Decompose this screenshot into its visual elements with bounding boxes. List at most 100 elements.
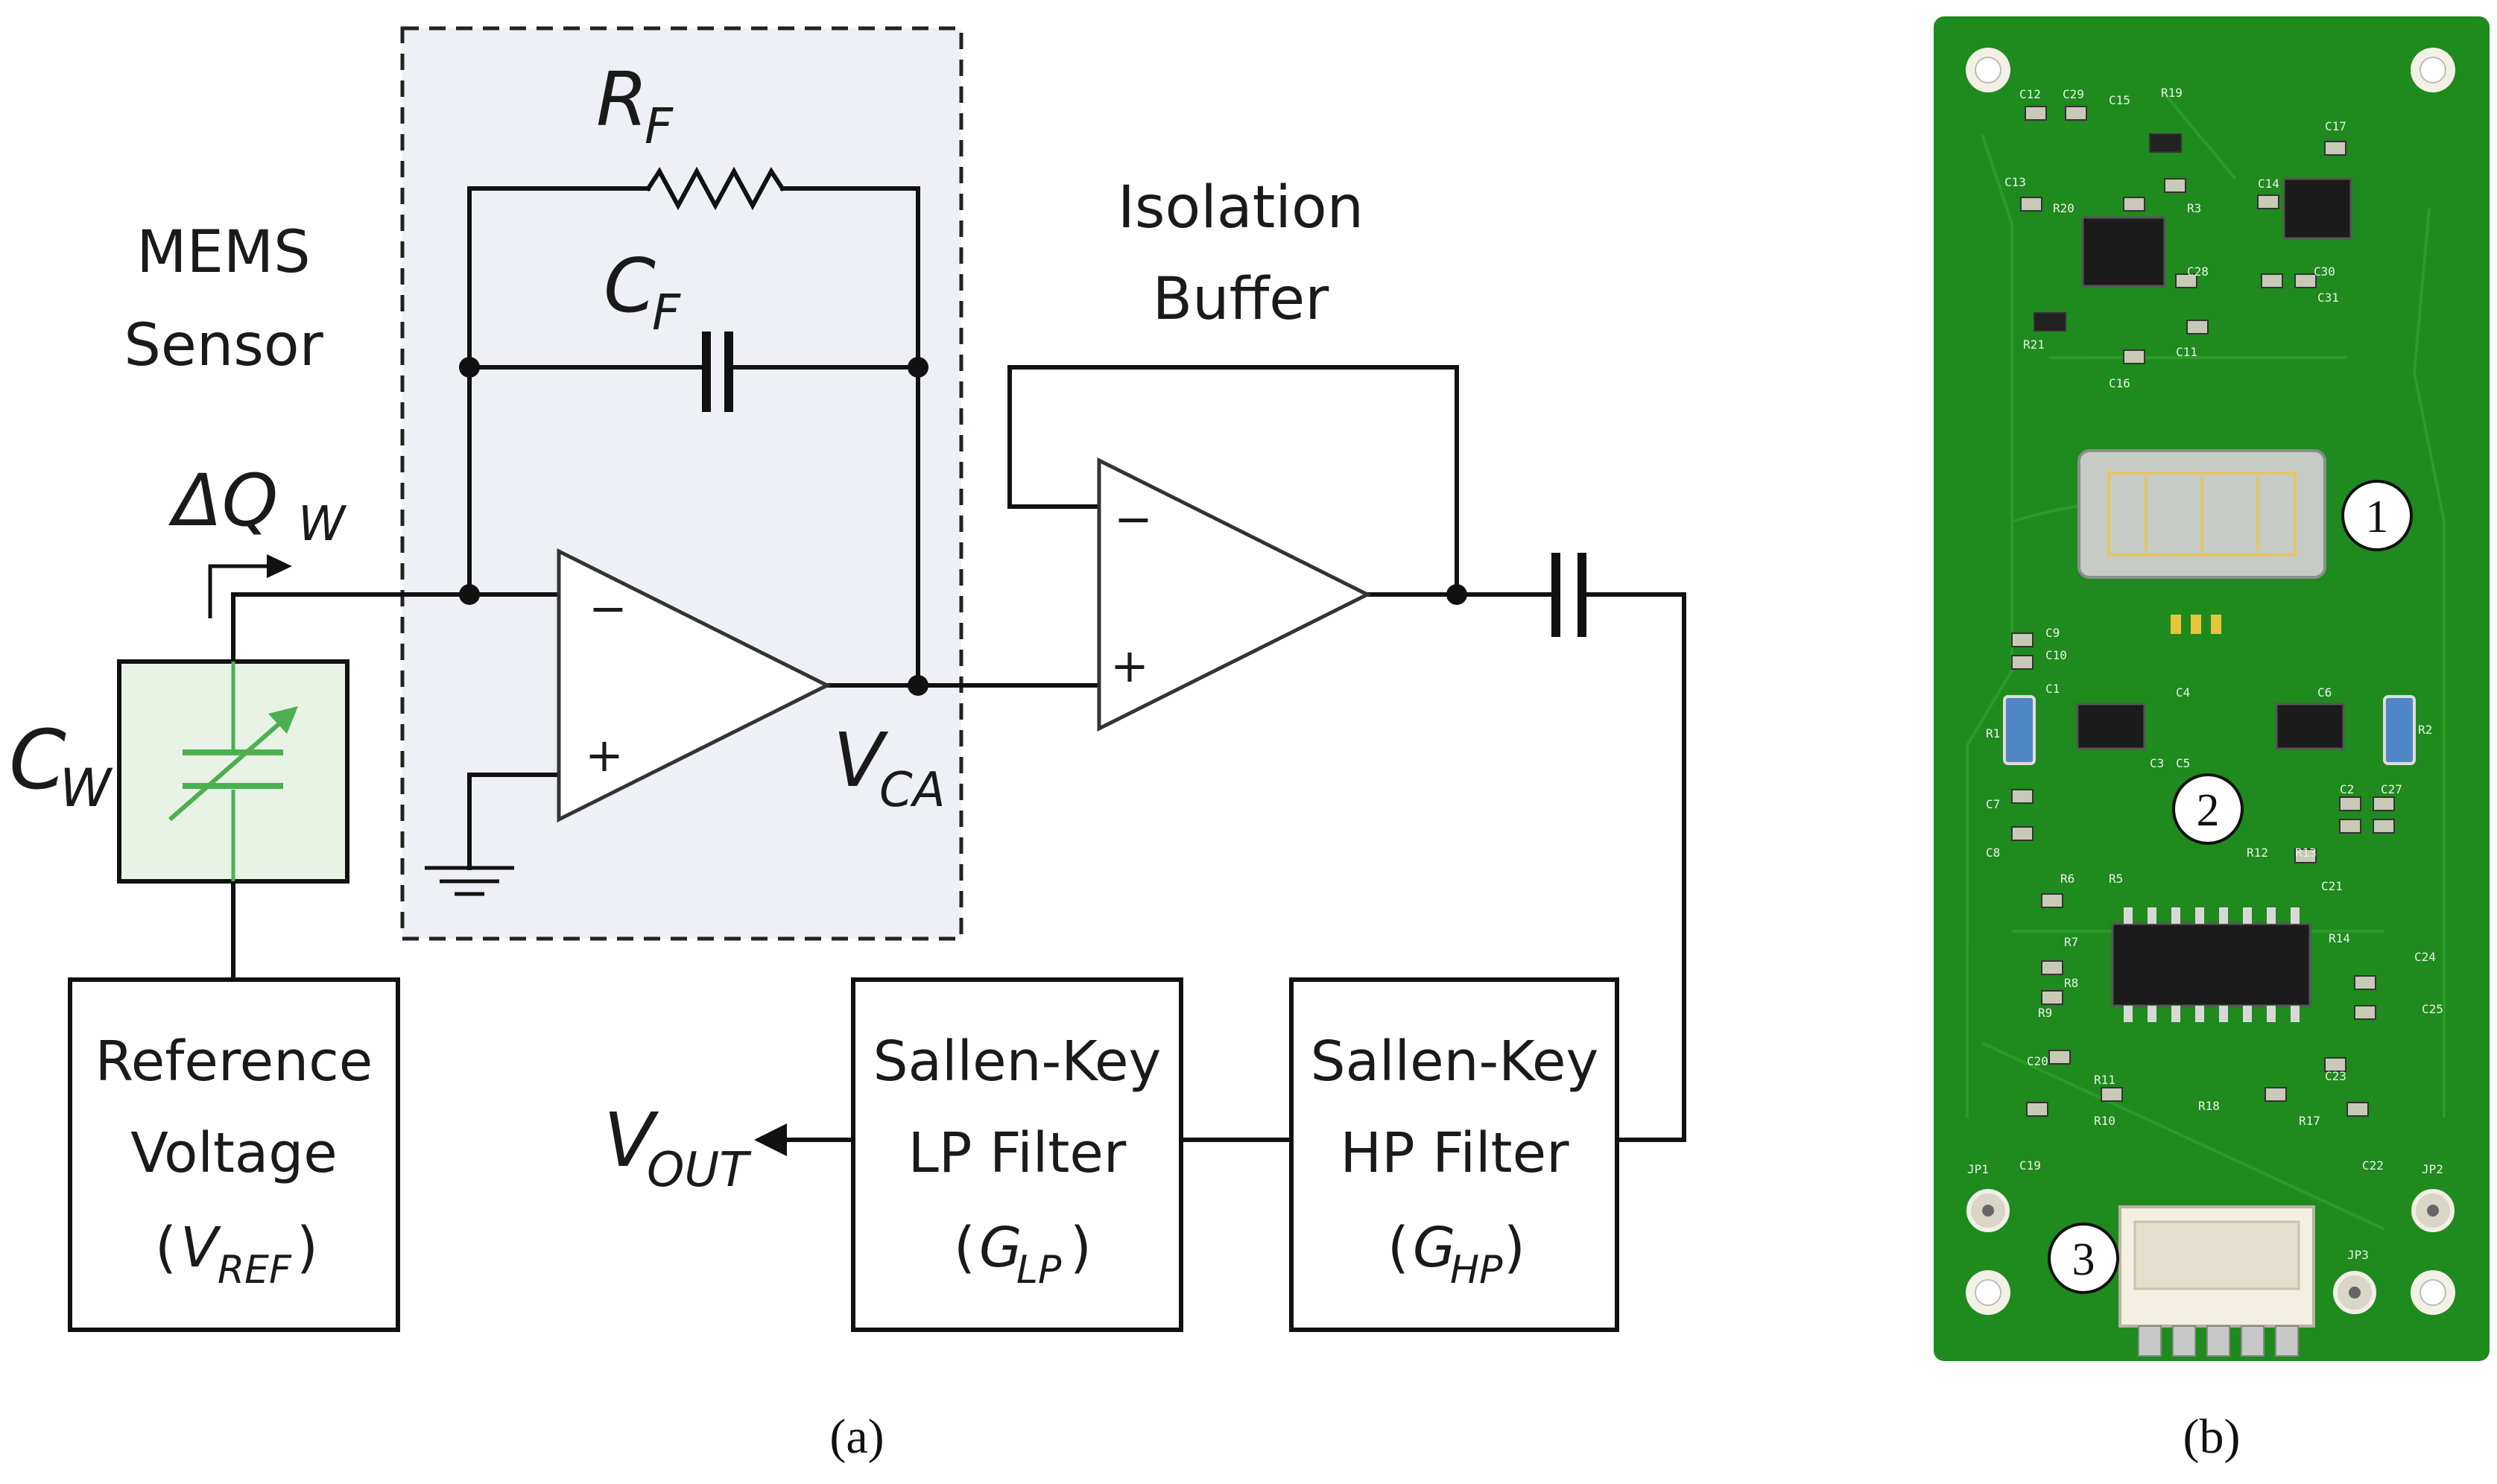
hp-line2: HP Filter	[1340, 1121, 1569, 1185]
panel-b-pcb-photo: C12 C29 R19 C15 C17 C13 R20 R3 C14 C28 C…	[1934, 16, 2490, 1464]
svg-text:C20: C20	[2027, 1054, 2048, 1068]
svg-text:3: 3	[2072, 1234, 2095, 1285]
opamp1-plus: +	[585, 728, 624, 782]
svg-text:C: C	[9, 712, 66, 808]
svg-text:R19: R19	[2161, 86, 2183, 100]
svg-text:G: G	[979, 1216, 1022, 1280]
marker-2: 2	[2172, 773, 2244, 845]
svg-text:C15: C15	[2109, 93, 2130, 107]
lp-symbol: ( G LP )	[954, 1216, 1092, 1293]
svg-text:G: G	[1413, 1216, 1455, 1280]
svg-text:F: F	[652, 284, 681, 341]
svg-text:C25: C25	[2422, 1002, 2443, 1016]
svg-text:(: (	[155, 1216, 177, 1280]
svg-text:R21: R21	[2023, 337, 2045, 352]
svg-text:W: W	[298, 497, 347, 552]
vout-label: V OUT	[604, 1097, 752, 1198]
caption-b: (b)	[2183, 1410, 2241, 1464]
mounting-holes	[1966, 48, 2455, 1315]
mid-ic-right	[2275, 703, 2345, 750]
delta-q-label: ΔQ W	[168, 459, 347, 552]
svg-text:C3: C3	[2150, 756, 2164, 770]
svg-text:C30: C30	[2314, 264, 2335, 279]
junction-dots	[459, 357, 1467, 696]
svg-text:ΔQ: ΔQ	[168, 459, 278, 542]
svg-text:R12: R12	[2247, 846, 2268, 860]
connector-jst	[2118, 1205, 2315, 1357]
opamp1-minus: −	[589, 581, 627, 635]
svg-text:): )	[1504, 1216, 1525, 1280]
svg-text:C6: C6	[2317, 685, 2332, 700]
svg-text:C10: C10	[2045, 648, 2067, 662]
svg-text:HP: HP	[1450, 1248, 1503, 1293]
hp-symbol: ( G HP )	[1387, 1216, 1525, 1293]
svg-text:C9: C9	[2045, 626, 2060, 640]
svg-text:C2: C2	[2340, 782, 2354, 796]
svg-text:): )	[297, 1216, 318, 1280]
svg-text:F: F	[645, 98, 674, 155]
svg-text:R5: R5	[2109, 872, 2123, 886]
svg-text:C1: C1	[2045, 682, 2060, 696]
svg-text:C27: C27	[2381, 782, 2402, 796]
svg-text:C: C	[604, 242, 656, 329]
svg-text:CA: CA	[879, 763, 945, 818]
svg-text:C8: C8	[1986, 846, 2000, 860]
svg-text:C19: C19	[2019, 1158, 2041, 1173]
svg-text:C29: C29	[2063, 87, 2084, 101]
top-ic-left	[2081, 216, 2166, 288]
vout-arrow	[754, 1123, 853, 1156]
reference-symbol: ( V REF )	[155, 1216, 318, 1293]
svg-text:C7: C7	[1986, 797, 2000, 811]
svg-text:C13: C13	[2004, 175, 2026, 189]
jumper-pads	[1966, 1189, 2455, 1314]
isolation-title-line1: Isolation	[1118, 174, 1364, 241]
hp-filter-box	[1289, 977, 1619, 1332]
svg-text:JP1: JP1	[1967, 1162, 1989, 1176]
svg-text:R9: R9	[2038, 1006, 2052, 1020]
svg-text:LP: LP	[1016, 1248, 1062, 1293]
svg-text:C31: C31	[2317, 291, 2339, 305]
cf-label: C F	[604, 242, 681, 341]
svg-text:C17: C17	[2325, 119, 2346, 133]
marker-3: 3	[2048, 1223, 2119, 1294]
isolation-buffer-opamp	[1097, 457, 1372, 732]
svg-text:R: R	[596, 56, 648, 143]
pcb-board	[1934, 16, 2490, 1361]
svg-text:JP2: JP2	[2422, 1162, 2443, 1176]
svg-text:C5: C5	[2176, 756, 2190, 770]
svg-text:R14: R14	[2329, 931, 2350, 945]
panel-a-circuit: − + − + Reference Voltage ( V REF )	[9, 26, 1686, 1464]
feedback-capacitor	[702, 332, 733, 412]
ground-symbol	[425, 866, 514, 896]
reference-line2: Voltage	[130, 1121, 338, 1185]
charge-flow-arrow	[208, 554, 292, 618]
svg-text:JP3: JP3	[2347, 1248, 2369, 1262]
svg-text:R6: R6	[2060, 872, 2074, 886]
svg-text:OUT: OUT	[647, 1143, 752, 1198]
svg-text:): )	[1070, 1216, 1092, 1280]
svg-text:R20: R20	[2053, 201, 2074, 215]
svg-text:C12: C12	[2019, 87, 2041, 101]
lp-line1: Sallen-Key	[873, 1030, 1162, 1094]
svg-text:V: V	[833, 717, 889, 804]
svg-text:R1: R1	[1986, 726, 2000, 741]
charge-amplifier-region	[400, 26, 963, 941]
smd-components	[2011, 106, 2395, 1117]
svg-text:R2: R2	[2418, 723, 2432, 737]
mid-ic-left	[2076, 703, 2146, 750]
svg-text:R18: R18	[2198, 1099, 2220, 1113]
caption-a: (a)	[829, 1410, 884, 1464]
svg-text:R11: R11	[2094, 1073, 2115, 1087]
rf-label: R F	[596, 56, 674, 155]
feedback-resistor	[645, 166, 786, 211]
reference-voltage-box	[68, 977, 400, 1332]
isolation-title-line2: Buffer	[1153, 266, 1330, 333]
svg-text:R10: R10	[2094, 1114, 2115, 1128]
variable-capacitor-icon	[168, 662, 298, 881]
svg-text:C28: C28	[2187, 264, 2209, 279]
coupling-capacitor	[1551, 553, 1586, 637]
svg-text:2: 2	[2197, 785, 2220, 836]
hp-line1: Sallen-Key	[1311, 1030, 1599, 1094]
cw-label: C W	[9, 712, 113, 819]
